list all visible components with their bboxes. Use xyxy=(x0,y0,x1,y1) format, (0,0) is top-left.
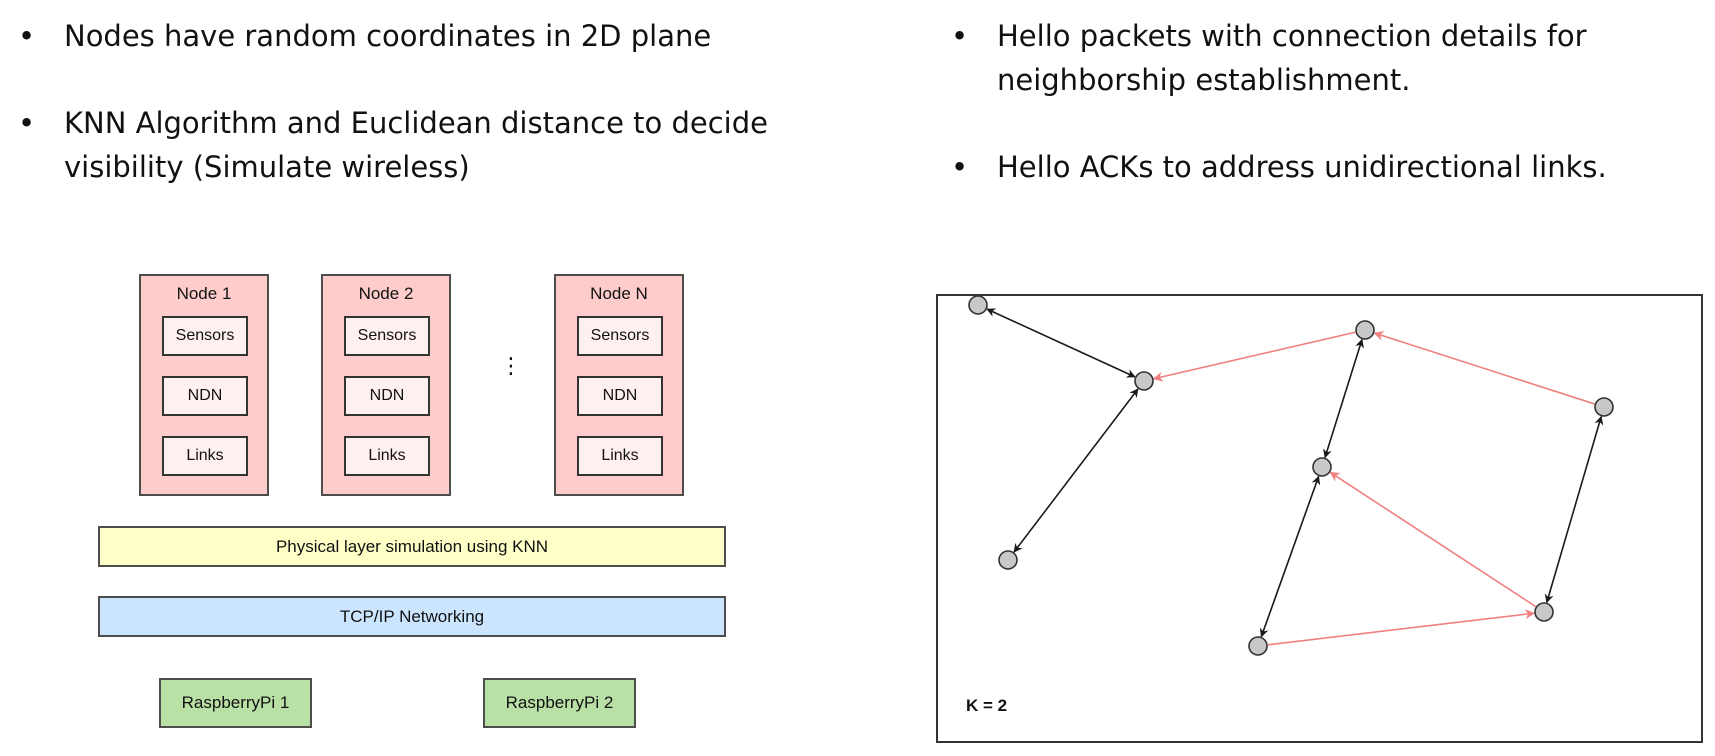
graph-node xyxy=(1312,457,1332,477)
graph-node xyxy=(968,296,988,315)
node-title: Node 1 xyxy=(176,284,232,303)
bidirectional-link xyxy=(1323,338,1364,459)
bidirectional-link xyxy=(1544,415,1604,604)
bullet-list-right: • Hello packets with connection details … xyxy=(937,14,1697,232)
bullet-item: • Nodes have random coordinates in 2D pl… xyxy=(4,14,864,58)
graph-node xyxy=(1134,371,1154,391)
bullet-dot: • xyxy=(18,106,36,140)
node-box-n: Node N Sensors NDN Links xyxy=(554,274,684,496)
node-box-2: Node 2 Sensors NDN Links xyxy=(321,274,451,496)
bullet-text: Nodes have random coordinates in 2D plan… xyxy=(64,19,712,53)
bullet-item: • KNN Algorithm and Euclidean distance t… xyxy=(4,101,864,189)
graph-node xyxy=(1355,320,1375,340)
unidirectional-link xyxy=(1267,609,1536,646)
bidirectional-link xyxy=(1259,475,1321,638)
unidirectional-link xyxy=(1373,331,1595,405)
k-value-label: K = 2 xyxy=(966,696,1008,715)
links-box: Links xyxy=(162,436,248,476)
sensors-box: Sensors xyxy=(344,316,430,356)
raspberrypi-box-1: RaspberryPi 1 xyxy=(159,678,312,728)
bullet-list-left: • Nodes have random coordinates in 2D pl… xyxy=(4,14,864,232)
bullet-item: • Hello ACKs to address unidirectional l… xyxy=(937,145,1697,189)
ellipsis-separator: ⋮ xyxy=(500,353,522,378)
ndn-box: NDN xyxy=(162,376,248,416)
knn-graph-panel: K = 2 xyxy=(936,294,1703,743)
node-title: Node N xyxy=(590,284,648,303)
tcp-ip-layer-bar: TCP/IP Networking xyxy=(98,596,726,637)
raspberrypi-box-2: RaspberryPi 2 xyxy=(483,678,636,728)
bidirectional-link xyxy=(1013,388,1139,553)
bidirectional-link xyxy=(986,308,1136,378)
sensors-box: Sensors xyxy=(577,316,663,356)
links-box: Links xyxy=(577,436,663,476)
bullet-text: Hello ACKs to address unidirectional lin… xyxy=(997,150,1607,184)
knn-graph xyxy=(968,296,1614,656)
sensors-box: Sensors xyxy=(162,316,248,356)
edge-layer xyxy=(986,308,1604,646)
ndn-box: NDN xyxy=(577,376,663,416)
ndn-box: NDN xyxy=(344,376,430,416)
bullet-text: KNN Algorithm and Euclidean distance to … xyxy=(64,106,768,184)
bullet-text: Hello packets with connection details fo… xyxy=(997,19,1587,97)
graph-node xyxy=(1248,636,1268,656)
links-box: Links xyxy=(344,436,430,476)
node-box-1: Node 1 Sensors NDN Links xyxy=(139,274,269,496)
bullet-dot: • xyxy=(951,150,969,184)
unidirectional-link xyxy=(1152,331,1356,382)
physical-layer-bar: Physical layer simulation using KNN xyxy=(98,526,726,567)
vertex-layer xyxy=(968,296,1614,656)
graph-node xyxy=(998,550,1018,570)
graph-node xyxy=(1594,397,1614,417)
bullet-dot: • xyxy=(18,19,36,53)
bullet-dot: • xyxy=(951,19,969,53)
node-title: Node 2 xyxy=(358,284,414,303)
unidirectional-link xyxy=(1329,471,1537,608)
graph-node xyxy=(1534,602,1554,622)
bullet-item: • Hello packets with connection details … xyxy=(937,14,1697,102)
